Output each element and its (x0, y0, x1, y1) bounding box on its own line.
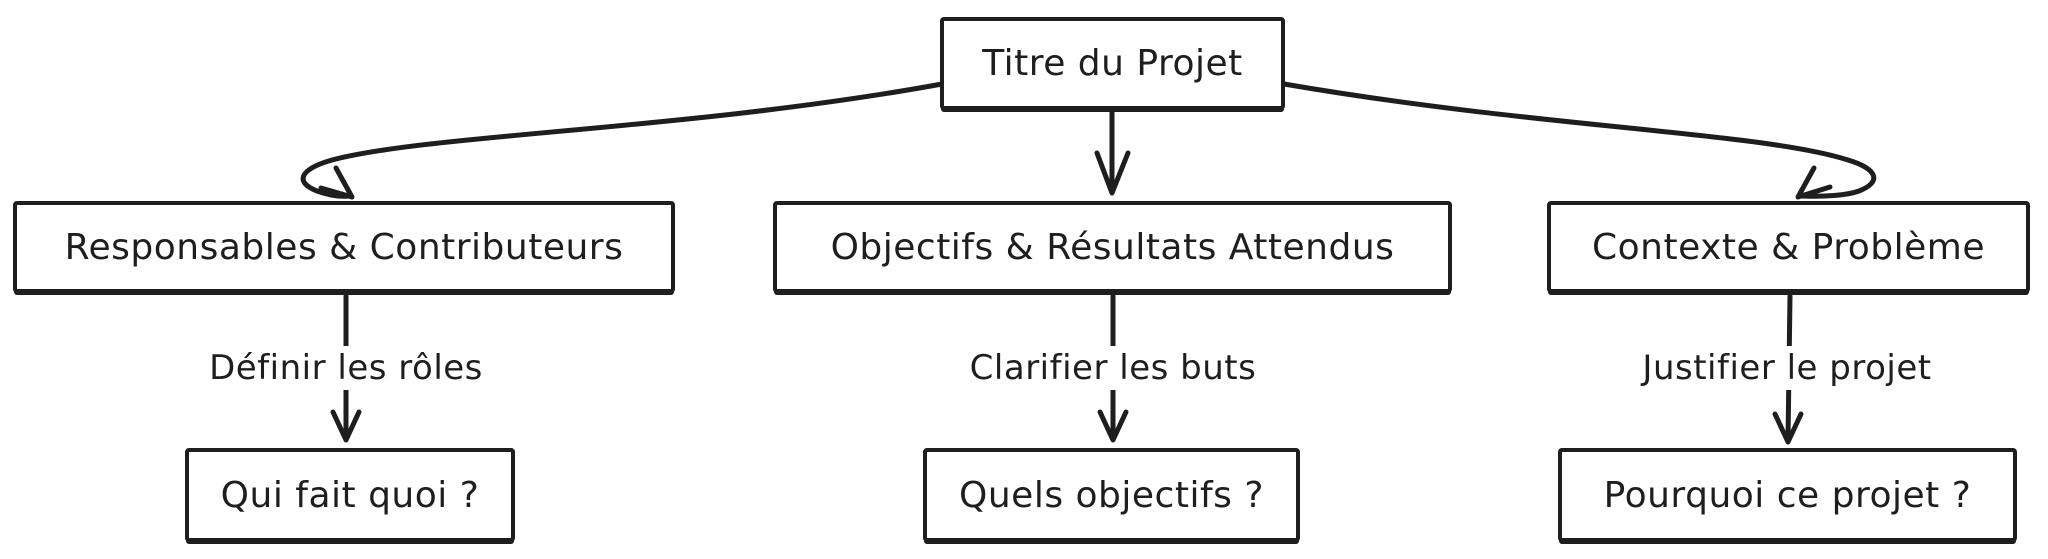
edge-label-definir-les-roles: Définir les rôles (197, 346, 495, 390)
arrowhead-responsables-icon (318, 165, 355, 200)
node-responsables-contributeurs: Responsables & Contributeurs (13, 201, 675, 293)
edge-root-to-contexte (1281, 81, 1877, 199)
edge-label-justifier-le-projet: Justifier le projet (1630, 346, 1944, 390)
edge-label-text: Définir les rôles (209, 348, 483, 388)
node-quels-objectifs: Quels objectifs ? (923, 448, 1300, 542)
node-label: Responsables & Contributeurs (64, 226, 624, 268)
edge-label-text: Clarifier les buts (969, 348, 1257, 388)
node-titre-du-projet: Titre du Projet (940, 17, 1285, 110)
arrowhead-leaf-responsables-icon (330, 409, 362, 443)
node-label: Quels objectifs ? (959, 474, 1264, 516)
node-label: Contexte & Problème (1592, 226, 1985, 268)
arrowhead-contexte-icon (1795, 165, 1833, 200)
node-label: Qui fait quoi ? (220, 474, 480, 516)
edge-root-to-responsables (300, 81, 945, 199)
edge-label-clarifier-les-buts: Clarifier les buts (957, 346, 1269, 390)
node-label: Titre du Projet (982, 43, 1243, 84)
edge-label-text: Justifier le projet (1642, 348, 1932, 388)
node-label: Objectifs & Résultats Attendus (830, 226, 1395, 268)
arrowhead-leaf-objectifs-icon (1097, 409, 1129, 443)
node-qui-fait-quoi: Qui fait quoi ? (185, 448, 515, 542)
node-pourquoi-ce-projet: Pourquoi ce projet ? (1558, 448, 2017, 542)
node-contexte-probleme: Contexte & Problème (1547, 201, 2030, 293)
node-label: Pourquoi ce projet ? (1603, 474, 1972, 516)
arrowhead-objectifs-icon (1094, 150, 1131, 196)
arrowhead-leaf-contexte-icon (1772, 411, 1804, 445)
node-objectifs-resultats: Objectifs & Résultats Attendus (773, 201, 1452, 293)
